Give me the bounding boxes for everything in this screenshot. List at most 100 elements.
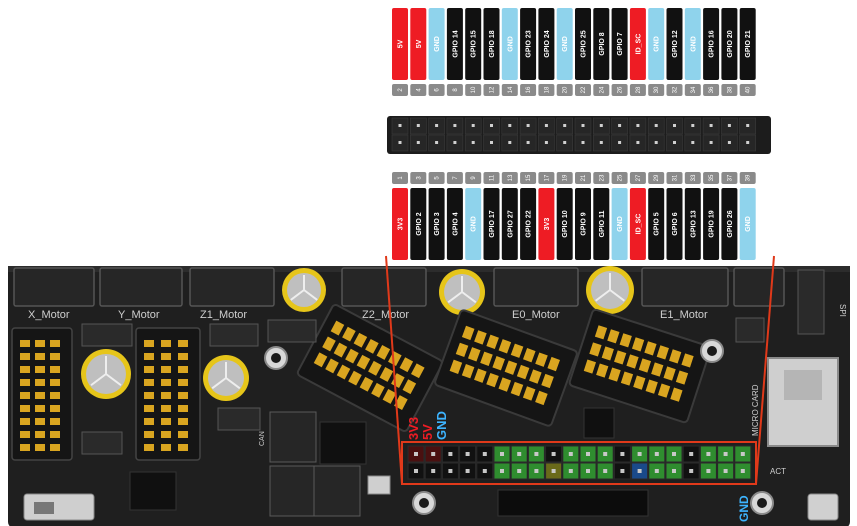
pin-number: 12 bbox=[490, 86, 496, 93]
pin-number: 29 bbox=[654, 174, 660, 181]
pin-number-box bbox=[648, 84, 665, 96]
gold-pad bbox=[359, 376, 374, 392]
pin-label: GND bbox=[471, 216, 478, 232]
motor-label-z2: Z2_Motor bbox=[362, 309, 409, 321]
gold-pad bbox=[178, 431, 188, 438]
pin-number: 15 bbox=[526, 174, 532, 181]
driver-pads bbox=[20, 340, 60, 451]
gold-pad bbox=[35, 392, 45, 399]
board-header-pin-tip bbox=[448, 469, 453, 473]
header-pin bbox=[581, 141, 585, 144]
pin-number-box bbox=[721, 84, 738, 96]
gold-pad bbox=[322, 336, 336, 352]
gold-pad bbox=[144, 366, 154, 373]
jumper-header bbox=[81, 323, 133, 347]
pin-number: 26 bbox=[618, 86, 624, 93]
pin-label-box bbox=[721, 8, 738, 80]
rotated-connector-2 bbox=[434, 309, 578, 427]
board-header-pin-tip bbox=[517, 469, 522, 473]
pin-number-box bbox=[446, 172, 463, 184]
controller-board: X_Motor Y_Motor Z1_Motor Z2_Motor E0_Mot… bbox=[8, 255, 850, 526]
pin-label-box bbox=[392, 188, 408, 260]
silk-act: ACT bbox=[770, 467, 786, 476]
header-pin bbox=[471, 124, 475, 127]
pin-number: 19 bbox=[563, 174, 569, 181]
motor-label-x: X_Motor bbox=[28, 309, 70, 321]
pin-label-box bbox=[648, 8, 665, 80]
gold-pad bbox=[144, 392, 154, 399]
board-header-pin-tip bbox=[723, 452, 728, 456]
gold-pad bbox=[144, 405, 154, 412]
jumper-header bbox=[81, 431, 123, 455]
gold-pad bbox=[50, 418, 60, 425]
pin-label: GPIO 26 bbox=[727, 210, 734, 237]
gold-pad bbox=[461, 364, 475, 379]
pin-label: GPIO 4 bbox=[452, 212, 459, 235]
capacitor-vent bbox=[211, 362, 241, 390]
pin-label-box bbox=[465, 188, 482, 260]
header-pin bbox=[416, 124, 420, 127]
header-pin bbox=[673, 124, 676, 127]
gold-pad bbox=[663, 366, 676, 381]
header-pin bbox=[435, 141, 439, 144]
pin-number: 6 bbox=[435, 88, 441, 92]
gold-pad bbox=[144, 444, 154, 451]
header-pin bbox=[746, 124, 750, 127]
gold-pad bbox=[161, 431, 171, 438]
pin-label: GPIO 8 bbox=[599, 32, 606, 55]
gold-pad bbox=[144, 431, 154, 438]
gold-pad bbox=[161, 418, 171, 425]
pin-label-box bbox=[684, 188, 701, 260]
silk-spi: SPI bbox=[838, 304, 847, 317]
pin-label: GPIO 11 bbox=[599, 210, 606, 237]
jumper-header bbox=[209, 323, 259, 347]
gold-pad bbox=[161, 340, 171, 347]
motor-connector-e0 bbox=[493, 267, 579, 307]
pin-label: GND bbox=[690, 36, 697, 52]
pin-number: 37 bbox=[727, 174, 733, 181]
pin-number-box bbox=[684, 172, 701, 184]
gold-pad bbox=[541, 373, 554, 389]
gold-pad bbox=[368, 360, 382, 376]
gold-pad bbox=[20, 353, 30, 360]
pin-number-box bbox=[666, 172, 683, 184]
header-pin bbox=[654, 141, 658, 144]
capacitor-vent bbox=[90, 356, 122, 387]
pin-number: 36 bbox=[709, 86, 715, 93]
pin-label-box bbox=[593, 8, 610, 80]
pin-number: 16 bbox=[526, 86, 532, 93]
ribbon-connector bbox=[497, 489, 649, 517]
gold-pad bbox=[626, 354, 639, 369]
pin-number-box bbox=[593, 172, 610, 184]
gold-pad bbox=[379, 367, 394, 382]
header-pin bbox=[618, 141, 622, 144]
gold-pad bbox=[161, 379, 171, 386]
board-header-pin-tip bbox=[706, 452, 711, 456]
pin-number: 32 bbox=[673, 86, 679, 93]
pin-label: GND bbox=[745, 216, 752, 232]
gold-pad bbox=[144, 379, 154, 386]
gold-pad bbox=[467, 347, 481, 362]
zoom-line-right bbox=[755, 255, 775, 485]
board-header-pin-tip bbox=[414, 469, 418, 473]
board-header-pin-tip bbox=[517, 452, 522, 456]
motor-connector-z2 bbox=[341, 267, 427, 307]
pin-label-box bbox=[593, 188, 610, 260]
pin-number-box bbox=[611, 172, 628, 184]
jumper-header bbox=[217, 407, 261, 431]
header-pin bbox=[709, 124, 713, 127]
header-pin bbox=[563, 124, 567, 127]
pin-label: GPIO 24 bbox=[544, 30, 551, 57]
pin-label: GND bbox=[654, 36, 661, 52]
gold-pad bbox=[161, 444, 171, 451]
silk-gnd-right: GND bbox=[737, 495, 751, 522]
gold-pad bbox=[461, 325, 475, 341]
board-header-pin-tip bbox=[551, 452, 556, 456]
gold-pad bbox=[675, 370, 689, 385]
gold-pad bbox=[20, 366, 30, 373]
header-pin bbox=[581, 124, 585, 127]
gold-pad bbox=[382, 389, 397, 404]
